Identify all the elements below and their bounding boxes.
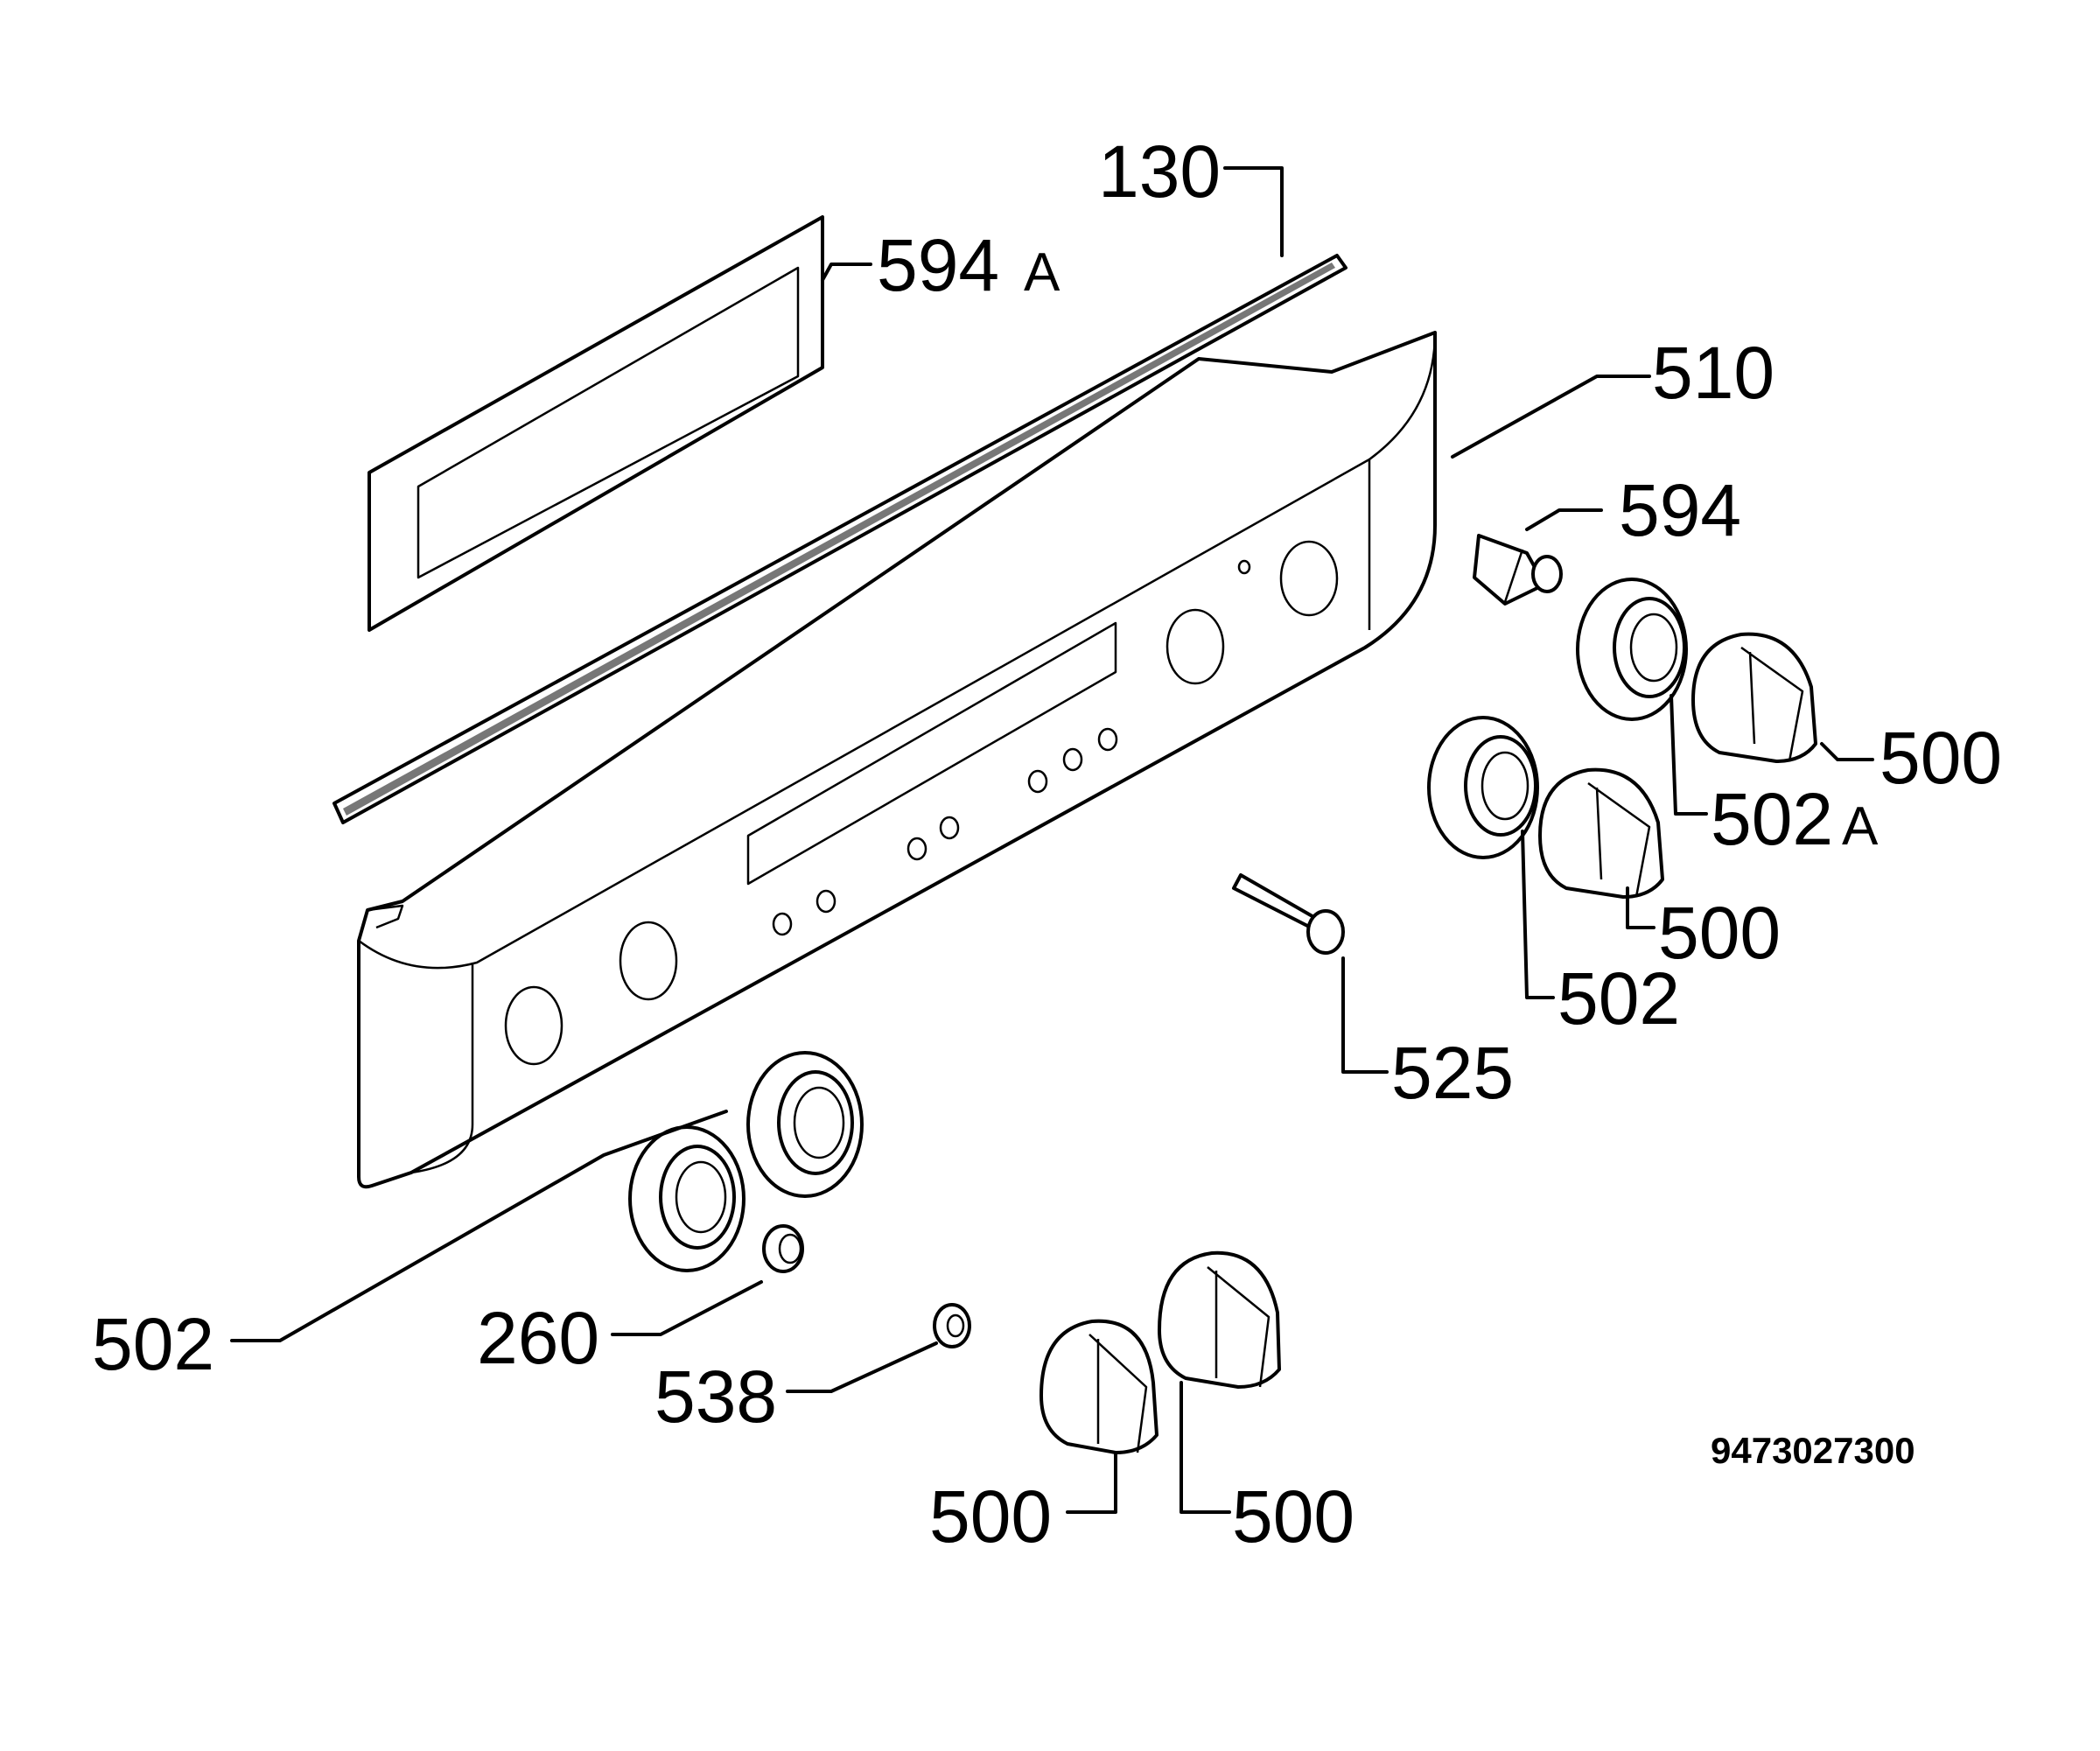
sealing-strip-part	[332, 254, 1348, 824]
label-510: 510	[1652, 332, 1774, 414]
label-500-bottom-right: 500	[1232, 1475, 1354, 1558]
label-594a-suffix: A	[1024, 242, 1060, 303]
knob-bottom-right	[1158, 1250, 1281, 1389]
bezel-right-lower	[1427, 716, 1539, 859]
label-502a: 502	[1711, 778, 1833, 860]
washer-part	[933, 1303, 971, 1348]
knob-right-lower	[1538, 767, 1664, 899]
display-window-part	[368, 215, 824, 632]
label-260: 260	[477, 1297, 599, 1379]
knob-right-upper	[1691, 632, 1817, 763]
control-panel-part	[357, 331, 1437, 1189]
spring-part	[762, 1224, 804, 1273]
label-500-right-lower: 500	[1658, 892, 1781, 974]
label-500-right-upper: 500	[1880, 717, 2002, 799]
label-594a: 594	[877, 224, 999, 306]
spindle-part	[1232, 873, 1345, 955]
leader-lines	[230, 166, 1874, 1514]
label-502a-suffix: A	[1842, 796, 1879, 857]
label-502-left: 502	[92, 1303, 214, 1385]
bezel-right-upper	[1576, 578, 1688, 721]
bezel-left-lower	[628, 1125, 746, 1272]
label-502-right: 502	[1558, 957, 1680, 1040]
label-525: 525	[1391, 1032, 1514, 1114]
label-130: 130	[1098, 130, 1221, 213]
knob-bottom-left	[1040, 1319, 1158, 1454]
label-594: 594	[1619, 469, 1741, 551]
label-538: 538	[654, 1355, 777, 1438]
drawing-code: 9473027300	[1711, 1430, 1915, 1471]
indicator-lamp-part	[1473, 534, 1563, 606]
label-500-bottom-left: 500	[929, 1475, 1052, 1558]
bezel-left-upper	[746, 1051, 864, 1198]
